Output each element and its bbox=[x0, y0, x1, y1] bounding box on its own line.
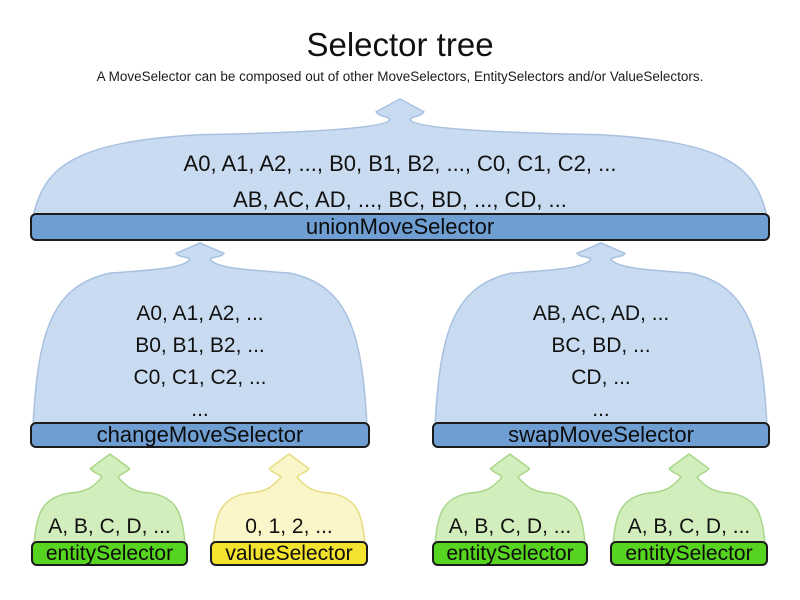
entity1-selector-bar: entitySelector bbox=[31, 541, 188, 566]
cloud-text-line: A, B, C, D, ... bbox=[627, 515, 751, 538]
value1-cloud-text: 0, 1, 2, ... bbox=[213, 515, 365, 539]
entity2-selector-bar: entitySelector bbox=[432, 541, 588, 566]
entity1-cloud-text: A, B, C, D, ... bbox=[34, 515, 185, 539]
diagram-subtitle: A MoveSelector can be composed out of ot… bbox=[96, 69, 704, 84]
entity3-selector-bar: entitySelector bbox=[610, 541, 768, 566]
change-cloud-text: A0, A1, A2, ... B0, B1, B2, ... C0, C1, C2… bbox=[33, 298, 367, 426]
cloud-text-line: AB, AC, AD, ..., BC, BD, ..., CD, ... bbox=[233, 187, 567, 212]
swap-selector-bar: swapMoveSelector bbox=[432, 422, 770, 448]
cloud-text-line: A0, A1, A2, ..., B0, B1, B2, ..., C0, C1… bbox=[183, 151, 617, 176]
cloud-text-line: AB, AC, AD, ... bbox=[532, 302, 670, 325]
cloud-text-line: ... bbox=[592, 398, 610, 421]
selector-bar-label: entitySelector bbox=[625, 541, 753, 565]
change-cloud-shape bbox=[32, 242, 368, 427]
union-selector-bar: unionMoveSelector bbox=[30, 213, 770, 241]
union-cloud-shape bbox=[32, 98, 768, 218]
selector-bar-label: changeMoveSelector bbox=[96, 422, 304, 447]
cloud-text-line: BC, BD, ... bbox=[551, 334, 651, 357]
change-selector-bar: changeMoveSelector bbox=[30, 422, 370, 448]
selector-bar-label: swapMoveSelector bbox=[508, 422, 694, 447]
selector-bar-label: entitySelector bbox=[45, 541, 174, 565]
entity2-cloud-text: A, B, C, D, ... bbox=[435, 515, 585, 539]
cloud-text-line: ... bbox=[191, 398, 209, 421]
cloud-text-line: B0, B1, B2, ... bbox=[135, 334, 265, 357]
entity3-cloud-text: A, B, C, D, ... bbox=[613, 515, 765, 539]
selector-bar-label: entitySelector bbox=[446, 541, 574, 565]
cloud-text-line: 0, 1, 2, ... bbox=[245, 515, 333, 538]
value1-selector-bar: valueSelector bbox=[210, 541, 368, 566]
swap-cloud-shape bbox=[434, 242, 768, 427]
cloud-text-line: A, B, C, D, ... bbox=[448, 515, 572, 538]
entity3-cloud-shape bbox=[612, 453, 766, 546]
cloud-text-line: C0, C1, C2, ... bbox=[133, 366, 267, 389]
value1-cloud-shape bbox=[212, 453, 366, 546]
cloud-text-line: CD, ... bbox=[571, 366, 631, 389]
cloud-text-line: A0, A1, A2, ... bbox=[136, 302, 264, 325]
selector-bar-label: unionMoveSelector bbox=[305, 214, 495, 239]
cloud-text-line: A, B, C, D, ... bbox=[48, 515, 171, 538]
diagram-title: Selector tree bbox=[306, 26, 494, 63]
entity2-cloud-shape bbox=[434, 453, 586, 546]
swap-cloud-text: AB, AC, AD, ... BC, BD, ... CD, ...... bbox=[435, 298, 767, 426]
entity1-cloud-shape bbox=[33, 453, 186, 546]
selector-bar-label: valueSelector bbox=[225, 541, 353, 565]
union-cloud-text: A0, A1, A2, ..., B0, B1, B2, ..., C0, C1… bbox=[33, 146, 767, 218]
